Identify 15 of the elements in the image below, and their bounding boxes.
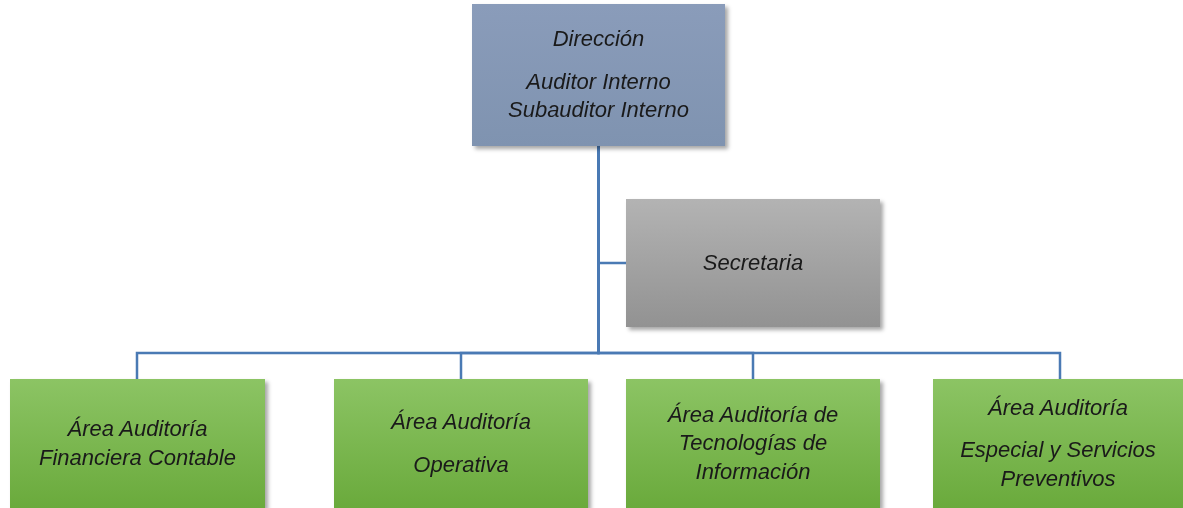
department-box bbox=[626, 379, 880, 508]
box-text: Auditor Interno Subauditor Interno bbox=[507, 67, 690, 125]
box-text: Área Auditoría bbox=[988, 393, 1128, 422]
box-text: Área Auditoría bbox=[391, 407, 531, 436]
department-box bbox=[10, 379, 265, 508]
box-text: Área Auditoría Financiera Contable bbox=[38, 414, 237, 472]
staff-box bbox=[626, 199, 880, 327]
box-text: Dirección bbox=[552, 25, 645, 54]
management-box bbox=[472, 4, 725, 146]
department-box bbox=[334, 379, 588, 508]
department-box bbox=[933, 379, 1183, 508]
box-text: Operativa bbox=[413, 450, 509, 479]
box-text: Especial y Servicios Preventivos bbox=[959, 436, 1157, 493]
box-text: Área Auditoría de Tecnologías de Información bbox=[666, 400, 840, 486]
box-text: Secretaria bbox=[702, 248, 804, 277]
